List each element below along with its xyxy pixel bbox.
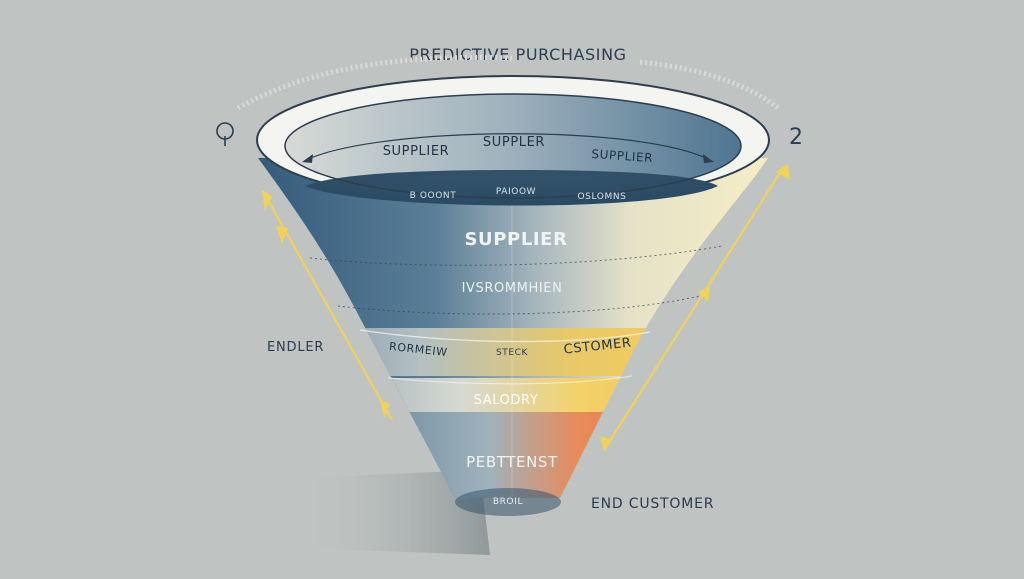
inner-label-right: OSLOMNS: [578, 192, 627, 202]
layer-label-salodry: SALODRY: [474, 393, 539, 408]
rim-label-right: SUPPLIER: [591, 147, 654, 165]
floor-shadow: [300, 470, 490, 555]
layer-label-ivsrommhien: IVSROMMHIEN: [462, 281, 563, 296]
left-flow-arrow: [262, 190, 393, 421]
side-label-left: ENDLER: [267, 340, 325, 355]
layer-line-1: [309, 245, 723, 266]
right-flow-arrow: [600, 164, 790, 452]
layer-label-cstomer: CSTOMER: [563, 335, 632, 357]
layer-label-broil: BROIL: [493, 497, 523, 507]
title-arc-dotted-right: [639, 59, 780, 110]
layer-line-3: [359, 329, 651, 343]
funnel-rim-edge: [284, 93, 742, 199]
step-marker-left: [216, 122, 234, 146]
inner-label-center: PAIOOW: [496, 187, 536, 197]
funnel-tip-base: [455, 488, 561, 516]
layer-label-rormeiw: RORMEIW: [388, 340, 448, 359]
side-label-bottom-right: END CUSTOMER: [591, 496, 715, 512]
inner-label-left: B OOONT: [410, 191, 457, 201]
inner-rotation-arrow: [305, 133, 711, 161]
rim-label-left: SUPPLIER: [383, 144, 450, 159]
layer-label-pebttenst: PEBTTENST: [466, 453, 558, 471]
diagram-title: PREDICTIVE PURCHASING: [409, 45, 626, 64]
funnel-hole: [305, 170, 718, 206]
title-arc-dotted: [236, 54, 513, 111]
step-marker-right: 2: [789, 125, 803, 150]
rim-label-center: SUPPLER: [483, 135, 545, 150]
layer-line-4: [387, 375, 633, 385]
layer-label-supplier: SUPPLIER: [464, 229, 567, 250]
funnel-rim-inner-wall: [285, 94, 741, 198]
layer-label-steck: STECK: [496, 348, 529, 358]
